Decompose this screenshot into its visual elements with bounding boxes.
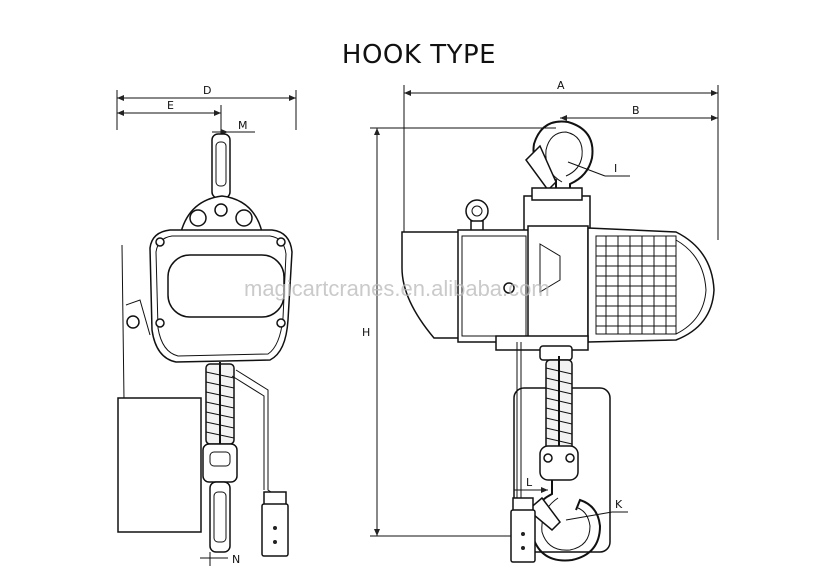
label-k: K xyxy=(615,498,623,511)
front-chain xyxy=(205,362,235,450)
dimension-d: D xyxy=(116,84,297,130)
label-m: M xyxy=(238,119,248,132)
label-h: H xyxy=(362,326,370,339)
top-hook xyxy=(525,120,594,194)
front-view: D E M xyxy=(116,84,297,566)
label-i: I xyxy=(614,162,617,175)
diagram-title: HOOK TYPE xyxy=(341,40,497,70)
label-n: N xyxy=(232,553,240,566)
dimension-n: N xyxy=(200,552,240,566)
label-e: E xyxy=(167,99,174,112)
dimension-k: K xyxy=(565,498,628,521)
dimension-e: E xyxy=(117,99,222,135)
side-chain xyxy=(545,356,573,452)
dimension-b: B xyxy=(560,104,718,121)
dimension-h: H xyxy=(362,127,556,537)
dimension-m: M xyxy=(212,119,255,135)
dimension-a: A xyxy=(403,79,719,240)
label-a: A xyxy=(557,79,565,92)
label-l: L xyxy=(526,476,533,489)
dimension-l: L xyxy=(514,476,548,493)
label-d: D xyxy=(203,84,211,97)
watermark-text: magicartcranes.en.alibaba.com xyxy=(244,276,550,301)
label-b: B xyxy=(632,104,640,117)
dimension-i: I xyxy=(567,161,630,177)
side-view: A B H I xyxy=(362,79,719,563)
motor-fins xyxy=(587,227,715,343)
